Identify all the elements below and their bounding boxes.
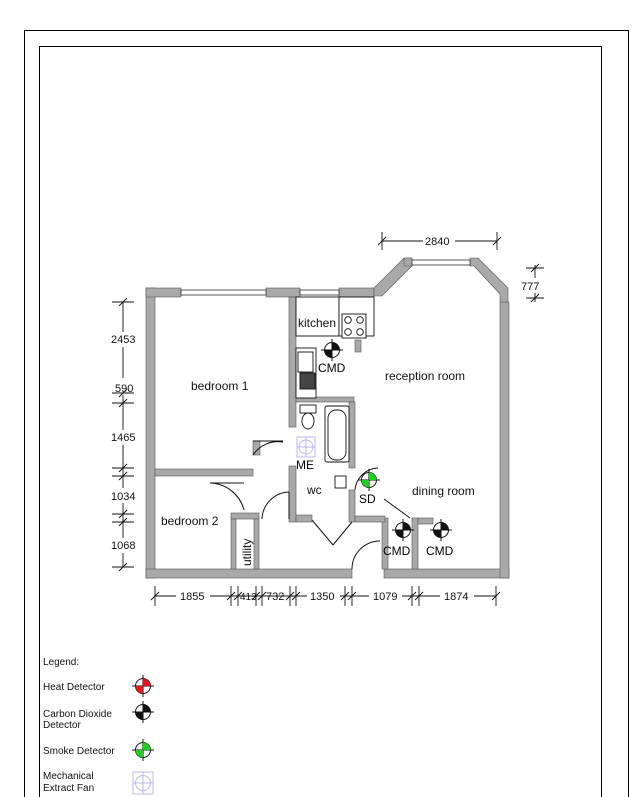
- bathroom-fittings: [299, 404, 350, 489]
- outer-frame: [24, 30, 629, 797]
- walls: [145, 257, 510, 579]
- cmd-label-cupboard-1: CMD: [383, 544, 411, 558]
- legend: Legend: Heat Detector Carbon Dioxide Det…: [43, 657, 155, 795]
- dimension-lines: [112, 232, 544, 606]
- co2-detector-cupboard-2: [429, 518, 453, 542]
- legend-smoke-label: Smoke Detector: [43, 746, 115, 757]
- room-label-reception: reception room: [385, 369, 465, 383]
- legend-heat-label: Heat Detector: [43, 682, 105, 693]
- dim-left-1: 2453: [111, 334, 135, 346]
- kitchen-fittings: [295, 296, 375, 399]
- room-label-bedroom-2: bedroom 2: [161, 514, 219, 528]
- doors: [209, 440, 411, 570]
- windows: [180, 259, 471, 296]
- cmd-label-cupboard-2: CMD: [426, 544, 454, 558]
- inner-frame: [39, 46, 602, 797]
- dim-bottom-5: 1079: [373, 591, 397, 603]
- dim-bottom-6: 1874: [444, 591, 468, 603]
- smoke-detector-icon: [131, 738, 155, 762]
- dim-bay-depth: 777: [521, 281, 539, 293]
- room-label-utility: utility: [240, 539, 254, 566]
- dim-left-4: 1034: [111, 491, 135, 503]
- dim-bottom-1: 1855: [180, 591, 204, 603]
- room-label-kitchen: kitchen: [298, 316, 336, 330]
- legend-fan-label-2: Extract Fan: [43, 783, 94, 794]
- room-label-wc: wc: [306, 483, 322, 497]
- dim-top-bay: 2840: [425, 236, 449, 248]
- detectors-on-plan: CMD ME SD CMD CMD: [296, 338, 454, 558]
- dim-bottom-2: 413: [240, 592, 257, 603]
- dim-left-5: 1068: [111, 540, 135, 552]
- extract-fan-marker: [296, 436, 316, 458]
- extract-fan-icon: [132, 771, 154, 795]
- dim-bottom-4: 1350: [310, 591, 334, 603]
- dim-left-3: 1465: [111, 432, 135, 444]
- me-label: ME: [296, 458, 314, 472]
- sd-label: SD: [359, 492, 376, 506]
- dim-bottom-3: 732: [266, 591, 284, 603]
- smoke-detector-plan: [357, 468, 381, 492]
- legend-fan-label-1: Mechanical: [43, 771, 94, 782]
- dim-left-2: 590: [115, 383, 133, 395]
- co2-detector-icon: [131, 700, 155, 724]
- legend-co2-label-2: Detector: [43, 720, 81, 731]
- room-label-bedroom-1: bedroom 1: [191, 379, 249, 393]
- co2-detector-kitchen: [320, 338, 344, 362]
- co2-detector-cupboard-1: [391, 518, 415, 542]
- legend-co2-label-1: Carbon Dioxide: [43, 709, 112, 720]
- cmd-label-kitchen: CMD: [318, 361, 346, 375]
- room-label-dining: dining room: [412, 484, 475, 498]
- heat-detector-icon: [131, 674, 155, 698]
- legend-title: Legend:: [43, 657, 79, 668]
